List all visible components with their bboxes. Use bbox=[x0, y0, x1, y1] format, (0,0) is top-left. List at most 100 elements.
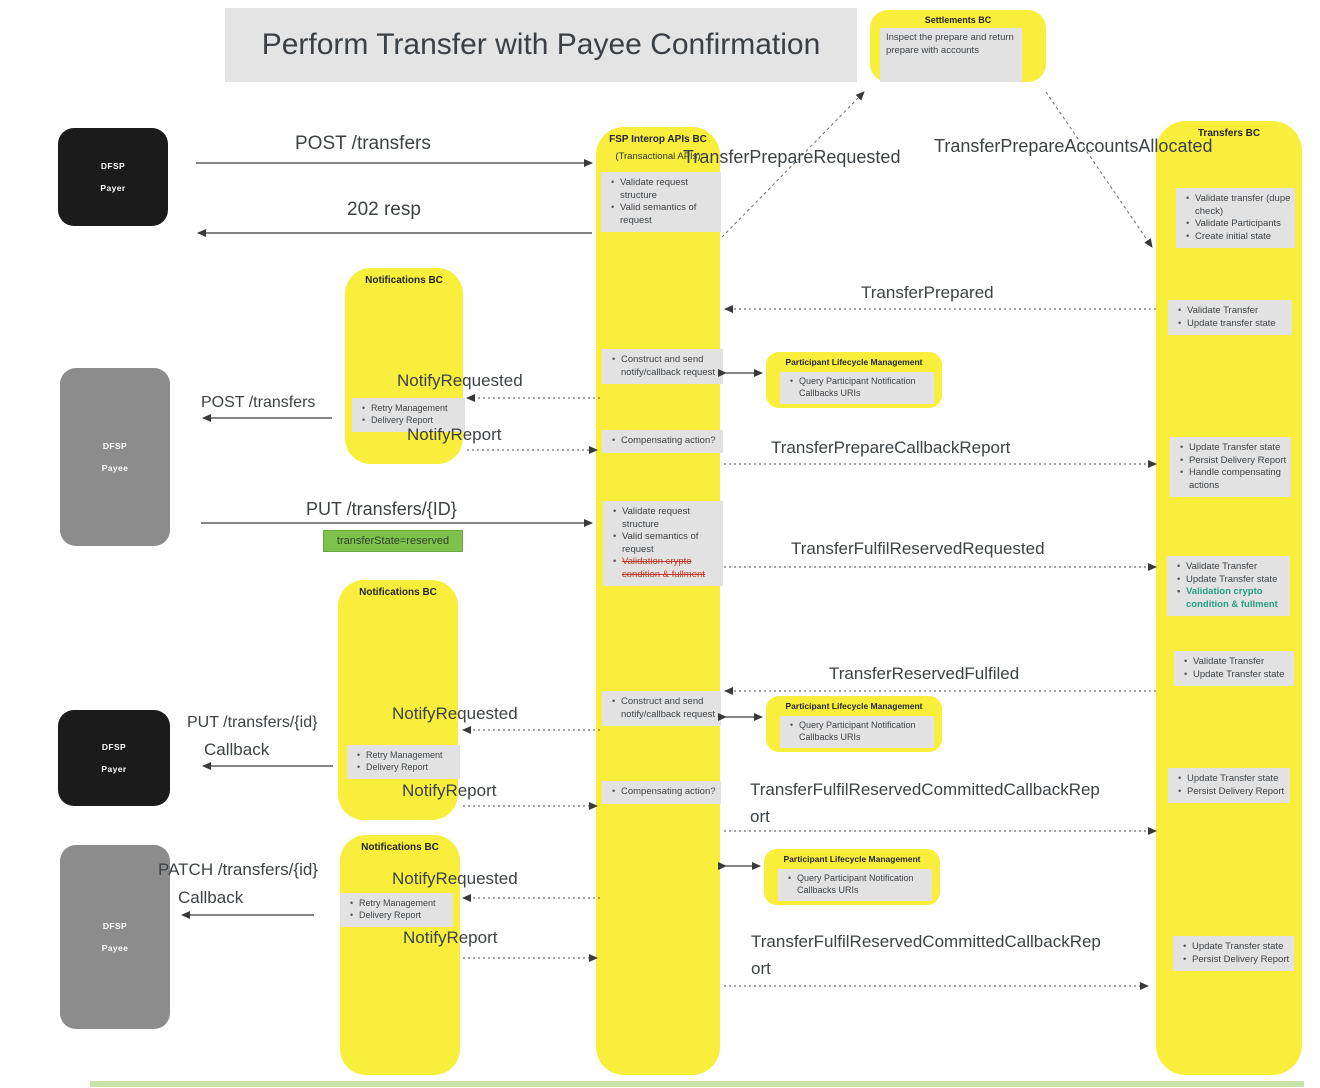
settlements-bc-box: Settlements BC Inspect the prepare and r… bbox=[870, 10, 1046, 82]
lane-notifications-title: Notifications BC bbox=[361, 842, 439, 853]
settlements-note: Inspect the prepare and return prepare w… bbox=[880, 28, 1022, 82]
note-item: Validate Participants bbox=[1186, 218, 1292, 231]
note-item: Construct and send notify/callback reque… bbox=[612, 354, 720, 379]
note-item-green: Validation crypto condition & fullment bbox=[1177, 586, 1287, 611]
note-tr-validate-update: Validate Transfer Update transfer state bbox=[1168, 300, 1292, 336]
bottom-green-bar bbox=[90, 1081, 1304, 1087]
note-item: Inspect the prepare and return prepare w… bbox=[886, 32, 1014, 56]
note-item: Create initial state bbox=[1186, 231, 1292, 244]
note-tr-update-persist-handle: Update Transfer state Persist Delivery R… bbox=[1170, 437, 1291, 498]
msg-notify-report-1: NotifyReport bbox=[407, 425, 502, 444]
note-fsp-validate-1: Validate request structure Valid semanti… bbox=[601, 172, 721, 233]
note-item: Persist Delivery Report bbox=[1180, 455, 1288, 468]
actor-line1: DFSP bbox=[102, 921, 128, 931]
msg-put-transfers-id: PUT /transfers/{id} bbox=[187, 714, 318, 731]
actor-line1: DFSP bbox=[101, 742, 127, 752]
lane-notifications-title: Notifications BC bbox=[365, 275, 443, 286]
lane-transfers-title: Transfers BC bbox=[1197, 128, 1261, 139]
msg-transfer-prepare-requested: TransferPrepareRequested bbox=[683, 147, 901, 167]
actor-dfsp-payee-2: DFSP Payee bbox=[60, 845, 170, 1029]
lane-notifications-title: Notifications BC bbox=[359, 587, 437, 598]
msg-transfer-prepare-callback-report: TransferPrepareCallbackReport bbox=[771, 438, 1011, 457]
note-item-struck: Validation crypto condition & fullment bbox=[613, 556, 720, 581]
note-item: Valid semantics of request bbox=[613, 531, 720, 556]
note-item: Validate Transfer bbox=[1178, 305, 1289, 318]
diagram-title: Perform Transfer with Payee Confirmation bbox=[225, 8, 857, 82]
diagram-title-text: Perform Transfer with Payee Confirmation bbox=[261, 28, 821, 61]
msg-post-transfers-1: POST /transfers bbox=[295, 133, 431, 154]
msg-transfer-reserved-fulfiled: TransferReservedFulfiled bbox=[829, 664, 1020, 683]
note-item: Validate request structure bbox=[613, 506, 720, 531]
note-notif-retry-1: Retry Management Delivery Report bbox=[352, 398, 465, 432]
plm-box-2: Participant Lifecycle Management Query P… bbox=[766, 696, 942, 752]
note-tr-update-persist-1: Update Transfer state Persist Delivery R… bbox=[1168, 768, 1290, 804]
transfer-state-reserved-tag: transferState=reserved bbox=[323, 530, 463, 552]
note-item: Persist Delivery Report bbox=[1178, 786, 1287, 799]
msg-callback-2: Callback bbox=[178, 888, 244, 907]
lane-notifications-2: Notifications BC bbox=[338, 580, 458, 820]
plm-note: Query Participant Notification Callbacks… bbox=[778, 869, 932, 901]
note-item: Query Participant Notification Callbacks… bbox=[790, 376, 932, 400]
note-item: Compensating action? bbox=[612, 435, 720, 448]
msg-notify-report-3: NotifyReport bbox=[403, 928, 498, 947]
lane-fsp-interop: FSP Interop APIs BC (Transactional APIs) bbox=[596, 127, 720, 1075]
msg-patch-transfers-id: PATCH /transfers/{id} bbox=[158, 860, 318, 879]
msg-notify-requested-1: NotifyRequested bbox=[397, 371, 523, 390]
note-item: Validate transfer (dupe check) bbox=[1186, 193, 1292, 218]
note-tr-update-persist-2: Update Transfer state Persist Delivery R… bbox=[1173, 936, 1294, 972]
actor-dfsp-payer-2: DFSP Payer bbox=[58, 710, 170, 806]
note-item: Delivery Report bbox=[362, 415, 462, 427]
msg-202-resp: 202 resp bbox=[347, 199, 421, 220]
msg-tfrc-callback-report-2: TransferFulfilReservedCommittedCallbackR… bbox=[751, 932, 1101, 978]
note-item: Validate request structure bbox=[611, 177, 718, 202]
note-item: Delivery Report bbox=[350, 910, 450, 922]
note-item: Retry Management bbox=[362, 403, 462, 415]
note-fsp-validate-2: Validate request structure Valid semanti… bbox=[603, 501, 723, 587]
note-item: Compensating action? bbox=[612, 786, 718, 799]
lane-fsp-subtitle: (Transactional APIs) bbox=[615, 151, 701, 162]
note-item: Update Transfer state bbox=[1177, 574, 1287, 587]
note-item: Query Participant Notification Callbacks… bbox=[790, 720, 932, 744]
arrow-from-settlements bbox=[1045, 91, 1153, 248]
note-item: Update Transfer state bbox=[1180, 442, 1288, 455]
note-item: Query Participant Notification Callbacks… bbox=[788, 873, 930, 897]
note-item: Valid semantics of request bbox=[611, 202, 718, 227]
note-tr-validate-crypto: Validate Transfer Update Transfer state … bbox=[1167, 556, 1290, 617]
msg-notify-requested-3: NotifyRequested bbox=[392, 869, 518, 888]
note-notif-retry-2: Retry Management Delivery Report bbox=[347, 745, 460, 779]
note-item: Update transfer state bbox=[1178, 318, 1289, 331]
actor-line1: DFSP bbox=[102, 441, 128, 451]
actor-line2: Payer bbox=[101, 764, 127, 774]
plm-note: Query Participant Notification Callbacks… bbox=[780, 716, 934, 748]
settlements-bc-title: Settlements BC bbox=[924, 15, 992, 25]
note-tr-validate-update-2: Validate Transfer Update Transfer state bbox=[1174, 651, 1294, 687]
note-item: Update Transfer state bbox=[1183, 941, 1291, 954]
actor-line1: DFSP bbox=[100, 161, 126, 171]
msg-notify-requested-2: NotifyRequested bbox=[392, 704, 518, 723]
plm-title: Participant Lifecycle Management bbox=[785, 701, 923, 711]
note-item: Validate Transfer bbox=[1177, 561, 1287, 574]
note-item: Handle compensating actions bbox=[1180, 467, 1288, 492]
plm-note: Query Participant Notification Callbacks… bbox=[780, 372, 934, 404]
msg-transfer-prepared: TransferPrepared bbox=[861, 283, 994, 302]
actor-line2: Payee bbox=[101, 463, 129, 473]
plm-title: Participant Lifecycle Management bbox=[783, 854, 921, 864]
note-fsp-construct-2: Construct and send notify/callback reque… bbox=[602, 691, 721, 727]
msg-put-transfers-id-upper: PUT /transfers/{ID} bbox=[306, 499, 457, 519]
msg-tfrc-callback-report-1: TransferFulfilReservedCommittedCallbackR… bbox=[750, 780, 1100, 826]
msg-notify-report-2: NotifyReport bbox=[402, 781, 497, 800]
note-item: Delivery Report bbox=[357, 762, 457, 774]
actor-dfsp-payee-1: DFSP Payee bbox=[60, 368, 170, 546]
note-item: Update Transfer state bbox=[1184, 669, 1291, 682]
note-item: Construct and send notify/callback reque… bbox=[612, 696, 718, 721]
note-fsp-construct-1: Construct and send notify/callback reque… bbox=[602, 349, 723, 385]
lane-fsp-title: FSP Interop APIs BC bbox=[609, 134, 707, 145]
lane-notifications-3: Notifications BC bbox=[340, 835, 460, 1075]
note-item: Persist Delivery Report bbox=[1183, 954, 1291, 967]
note-tr-initial: Validate transfer (dupe check) Validate … bbox=[1176, 188, 1295, 249]
note-fsp-compensating-2: Compensating action? bbox=[602, 781, 721, 804]
msg-post-transfers-2: POST /transfers bbox=[201, 394, 316, 411]
note-item: Retry Management bbox=[357, 750, 457, 762]
actor-line2: Payee bbox=[101, 943, 129, 953]
